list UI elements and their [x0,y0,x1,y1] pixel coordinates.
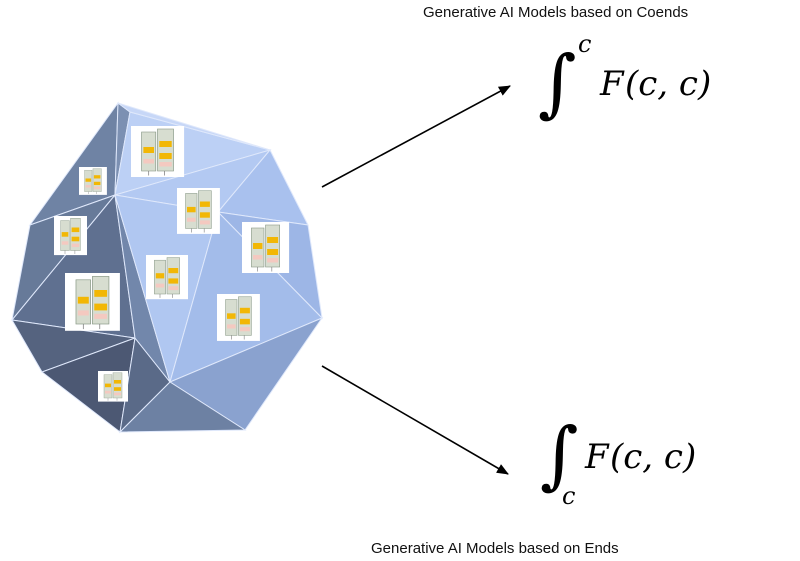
coends-caption: Generative AI Models based on Coends [423,4,688,21]
end-function-args: (c, c) [610,437,696,477]
coend-function-args: (c, c) [625,64,711,104]
architecture-thumbnail [130,125,185,178]
ends-caption: Generative AI Models based on Ends [371,540,619,557]
arrow-to-coend [321,85,511,188]
architecture-thumbnail [64,272,121,332]
architecture-thumbnail [216,293,261,342]
coend-integral-sign: ∫ [538,40,577,126]
polyhedron-face [118,381,247,433]
architecture-thumbnail [97,370,129,403]
polyhedron-face [117,102,271,151]
end-function-name: F [584,437,610,477]
architecture-thumbnail [53,215,88,256]
polyhedron [11,101,324,434]
coend-function-name: F [599,64,625,104]
end-formula: ∫ c F (c, c) [540,412,696,510]
coend-formula: ∫ c F (c, c) [538,30,711,126]
coend-superscript: c [578,30,591,58]
architecture-thumbnail [145,254,189,300]
end-integral-sign: ∫ [540,412,579,498]
architecture-thumbnail [241,221,290,274]
arrow-to-end [321,365,509,475]
architecture-thumbnail [176,187,221,235]
end-subscript: c [562,482,575,510]
architecture-thumbnail [78,166,108,196]
